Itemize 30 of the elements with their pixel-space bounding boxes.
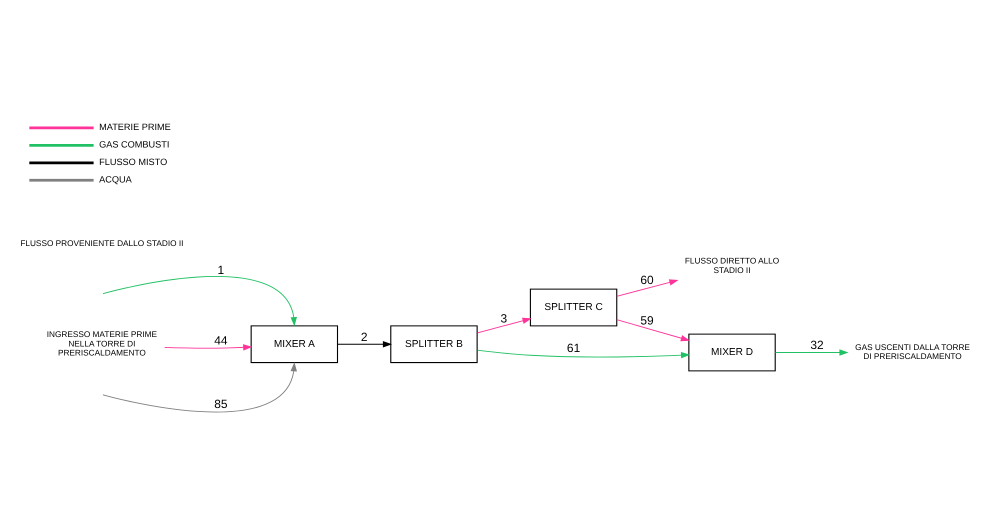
- arrow: [616, 319, 690, 342]
- edge-label: 44: [214, 334, 228, 348]
- arrow: [164, 344, 252, 351]
- node-box: SPLITTER C: [530, 288, 618, 326]
- arrow: [774, 349, 849, 356]
- legend-label: ACQUA: [99, 174, 132, 185]
- node-box: MIXER D: [688, 334, 776, 372]
- legend-label: MATERIE PRIME: [99, 122, 171, 132]
- edge-label: 2: [360, 330, 368, 344]
- edge-label: 85: [214, 396, 228, 411]
- arrow: [102, 362, 297, 412]
- arrow: [102, 276, 297, 326]
- node-box: SPLITTER B: [390, 325, 478, 364]
- node-box: MIXER A: [250, 325, 338, 364]
- node-text: INGRESSO MATERIE PRIME NELLA TORRE DI PRERISCALDAMENTO: [46, 330, 158, 358]
- edge-label: 1: [218, 262, 224, 277]
- edge-label: 3: [500, 312, 508, 326]
- arrow: [337, 341, 392, 348]
- label: FLUSSO PROVENIENTE DALLO STADIO II: [20, 239, 184, 248]
- edge-label: 32: [810, 338, 824, 352]
- arrow: [476, 318, 532, 334]
- arrow: [476, 350, 690, 358]
- legend-label: FLUSSO MISTO: [99, 157, 168, 168]
- arrow: [616, 279, 679, 297]
- legend-label: GAS COMBUSTI: [99, 140, 170, 150]
- node-text: FLUSSO DIRETTO ALLO STADIO II: [684, 256, 780, 275]
- node-text: GAS USCENTI DALLA TORRE DI PRERISCALDAMENTO: [855, 342, 970, 362]
- edge-label: 61: [566, 340, 580, 355]
- edge-label: 60: [640, 272, 654, 287]
- edge-label: 59: [640, 313, 654, 328]
